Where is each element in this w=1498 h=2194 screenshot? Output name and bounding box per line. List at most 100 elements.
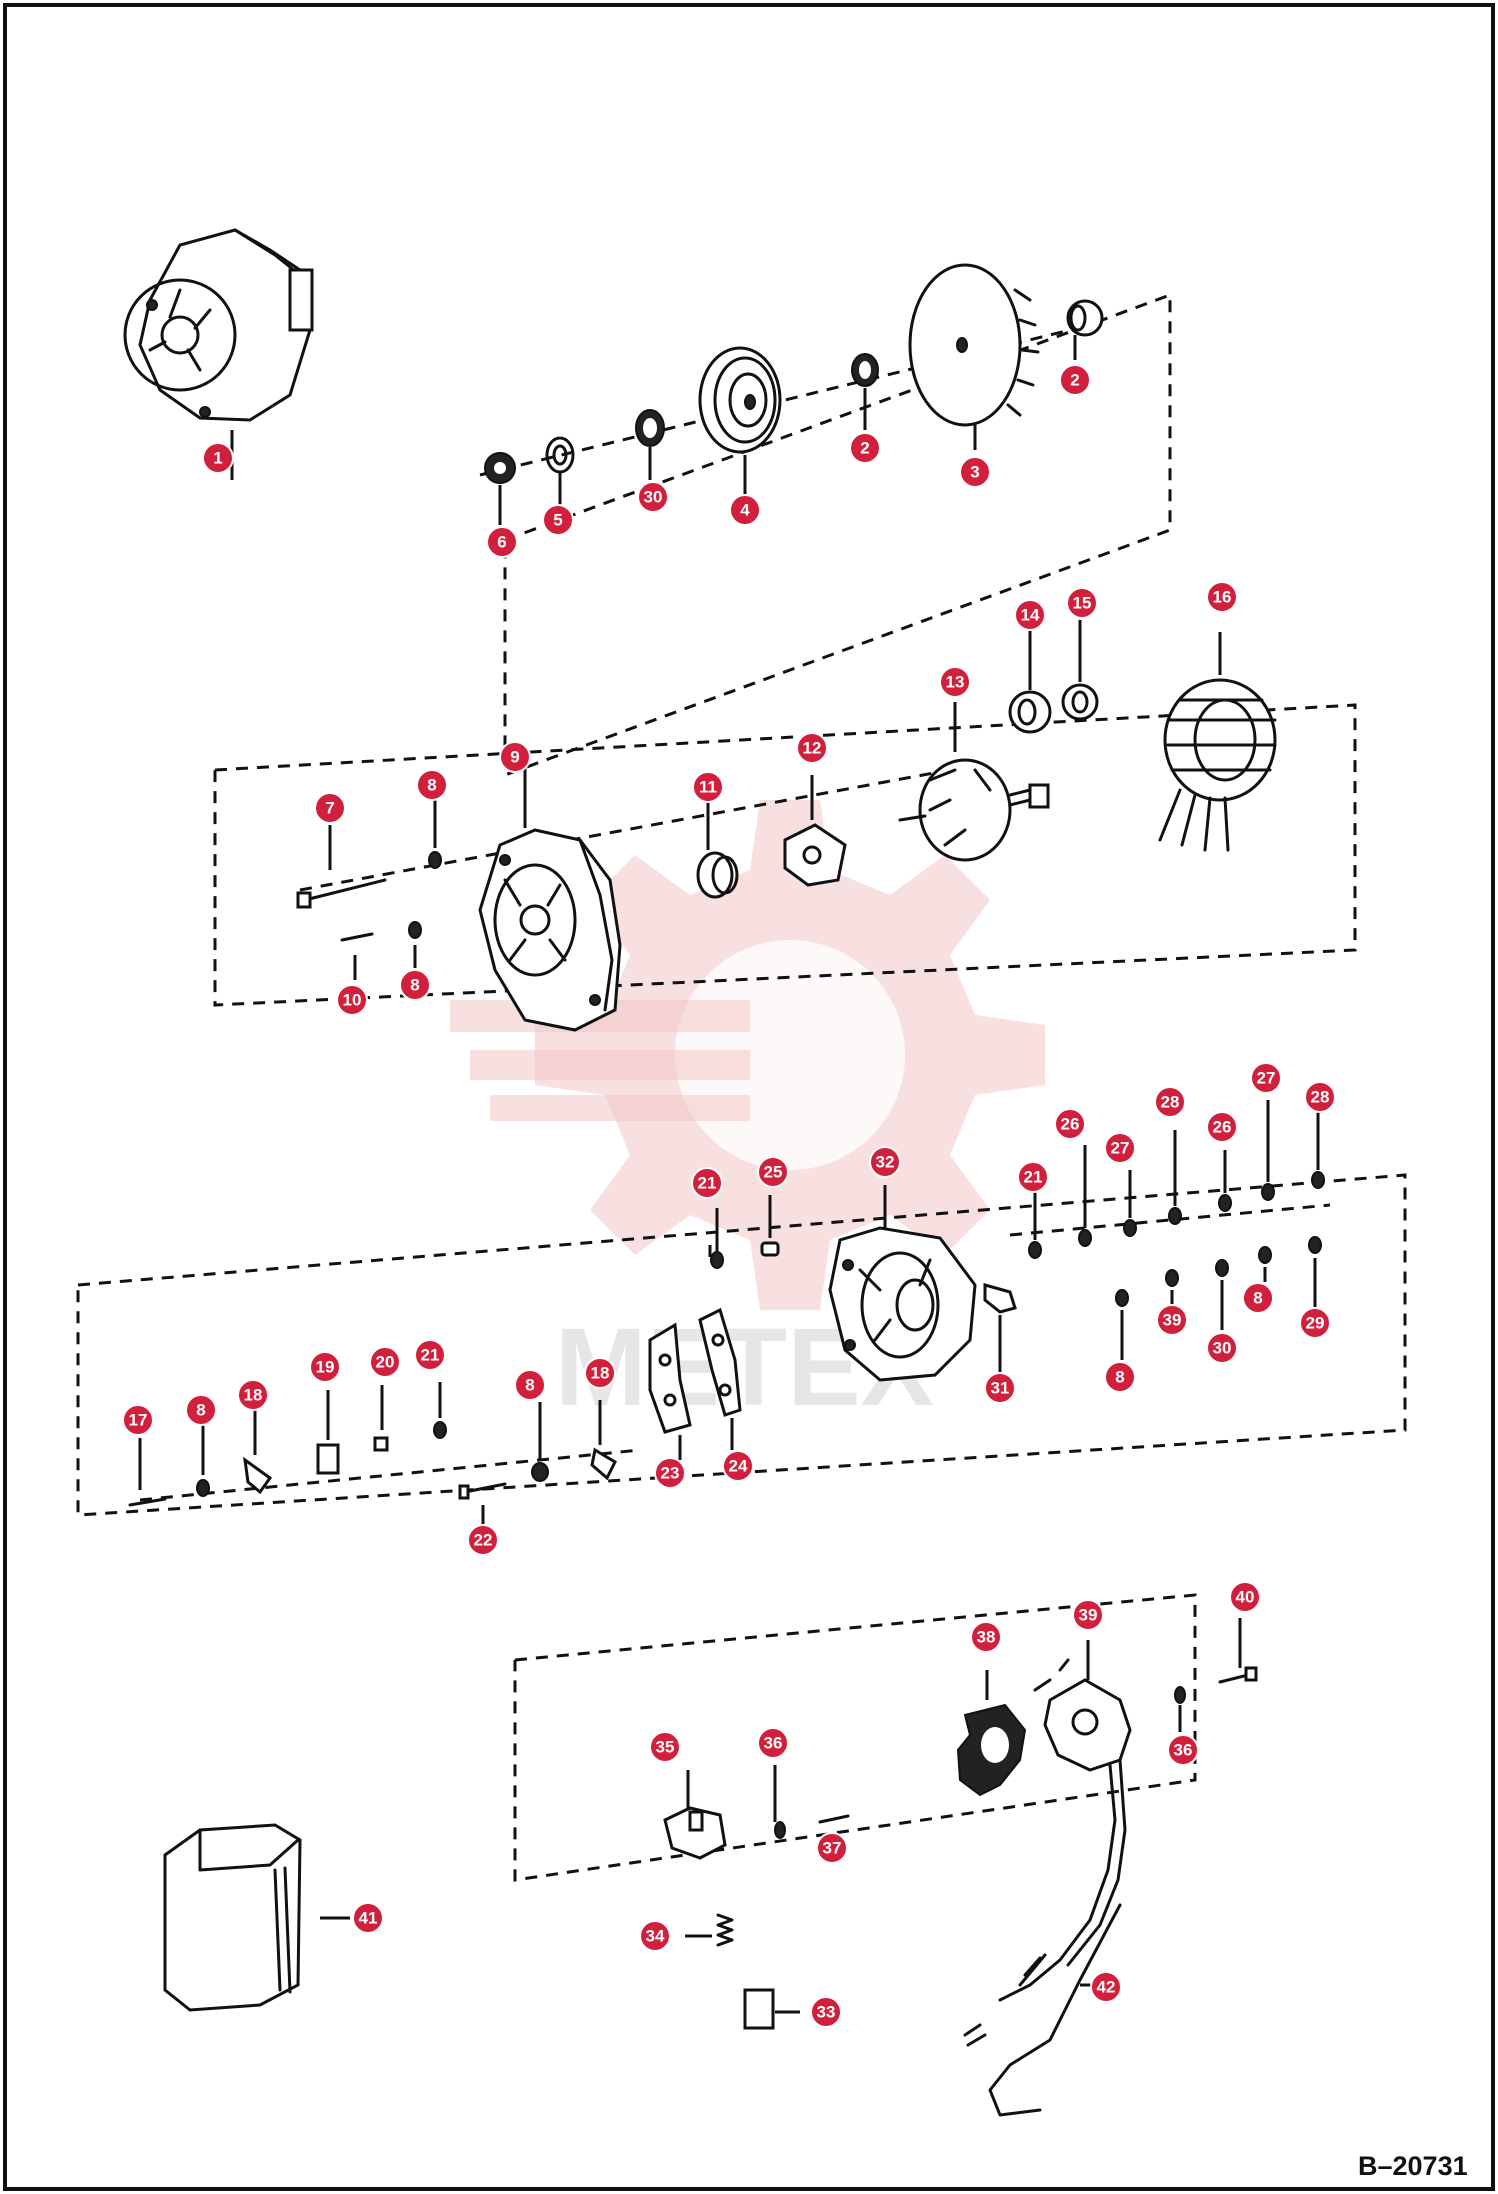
callout-part-28b[interactable]: 28 (1304, 1081, 1336, 1113)
callout-label: 8 (196, 1401, 205, 1420)
callout-part-36a[interactable]: 36 (757, 1727, 789, 1759)
callout-label: 22 (474, 1531, 493, 1550)
callout-part-16[interactable]: 16 (1206, 581, 1238, 613)
lock-washer-b (408, 921, 422, 939)
alternator-assembly (123, 228, 314, 422)
callout-part-6[interactable]: 6 (486, 526, 518, 558)
callout-part-27a[interactable]: 27 (1104, 1132, 1136, 1164)
callout-label: 28 (1311, 1088, 1330, 1107)
callout-label: 18 (244, 1386, 263, 1405)
callout-part-26b[interactable]: 26 (1206, 1111, 1238, 1143)
callout-part-24[interactable]: 24 (722, 1450, 754, 1482)
callout-part-40[interactable]: 40 (1229, 1581, 1261, 1613)
assembly-boundary-regulator (513, 1593, 1197, 1882)
regulator-gasket (956, 1703, 1027, 1797)
callout-part-35[interactable]: 35 (649, 1731, 681, 1763)
callout-label: 17 (129, 1411, 148, 1430)
callout-part-25[interactable]: 25 (757, 1156, 789, 1188)
callout-label: 33 (817, 2003, 836, 2022)
callout-part-13[interactable]: 13 (939, 666, 971, 698)
callout-part-2b[interactable]: 2 (849, 432, 881, 464)
callout-part-33[interactable]: 33 (810, 1996, 842, 2028)
callout-part-8d[interactable]: 8 (514, 1369, 546, 1401)
through-bolt (296, 878, 387, 909)
insulator (373, 1436, 389, 1452)
callout-label: 42 (1097, 1978, 1116, 1997)
brush-washer (774, 1821, 786, 1839)
callout-part-5[interactable]: 5 (542, 504, 574, 536)
callout-part-9[interactable]: 9 (499, 741, 531, 773)
callout-part-21c[interactable]: 21 (1017, 1161, 1049, 1193)
callout-part-19[interactable]: 19 (309, 1351, 341, 1383)
callout-part-12[interactable]: 12 (796, 732, 828, 764)
callout-label: 8 (1253, 1289, 1262, 1308)
drive-end-frame (478, 828, 622, 1032)
callout-part-8e[interactable]: 8 (1104, 1361, 1136, 1393)
regulator-screw (1218, 1666, 1258, 1684)
callout-part-41[interactable]: 41 (352, 1902, 384, 1934)
washer-28a (1168, 1207, 1182, 1225)
callout-label: 40 (1236, 1588, 1255, 1607)
callout-part-21b[interactable]: 21 (691, 1167, 723, 1199)
callout-part-36b[interactable]: 36 (1167, 1734, 1199, 1766)
callout-label: 26 (1213, 1118, 1232, 1137)
callout-part-30a[interactable]: 30 (637, 481, 669, 513)
callout-part-11[interactable]: 11 (692, 771, 724, 803)
brush-holder (663, 1806, 727, 1860)
brush (743, 1988, 775, 2030)
callout-part-37[interactable]: 37 (816, 1832, 848, 1864)
callout-part-23[interactable]: 23 (654, 1457, 686, 1489)
callout-part-26a[interactable]: 26 (1054, 1108, 1086, 1140)
callout-part-2a[interactable]: 2 (1059, 364, 1091, 396)
callout-part-39a[interactable]: 39 (1156, 1304, 1188, 1336)
callout-part-17[interactable]: 17 (122, 1404, 154, 1436)
callout-part-18a[interactable]: 18 (237, 1379, 269, 1411)
spacer-front (851, 353, 879, 387)
callout-label: 39 (1079, 1606, 1098, 1625)
callout-part-30b[interactable]: 30 (1206, 1332, 1238, 1364)
callout-part-27b[interactable]: 27 (1250, 1062, 1282, 1094)
assembly-boundary-rotor (213, 703, 1357, 1007)
terminal-clip-a (243, 1456, 273, 1495)
callout-part-21a[interactable]: 21 (414, 1339, 446, 1371)
callout-label: 20 (376, 1353, 395, 1372)
callout-part-28a[interactable]: 28 (1154, 1086, 1186, 1118)
callout-part-18b[interactable]: 18 (584, 1357, 616, 1389)
callout-part-8a[interactable]: 8 (416, 769, 448, 801)
callout-label: 34 (646, 1927, 665, 1946)
callout-part-3[interactable]: 3 (959, 456, 991, 488)
callout-part-29[interactable]: 29 (1299, 1307, 1331, 1339)
callout-label: 2 (860, 439, 869, 458)
callout-part-8b[interactable]: 8 (399, 969, 431, 1001)
callout-part-8f[interactable]: 8 (1242, 1282, 1274, 1314)
callout-part-20[interactable]: 20 (369, 1346, 401, 1378)
callout-part-39b[interactable]: 39 (1072, 1599, 1104, 1631)
callout-part-34[interactable]: 34 (639, 1920, 671, 1952)
callout-label: 38 (977, 1628, 996, 1647)
callout-part-38[interactable]: 38 (970, 1621, 1002, 1653)
callout-part-31[interactable]: 31 (984, 1372, 1016, 1404)
callout-label: 30 (644, 488, 663, 507)
spacer-stack (1061, 683, 1099, 721)
washer-low-8a (1115, 1289, 1129, 1307)
callout-label: 21 (421, 1346, 440, 1365)
figure-code: B–20731 (1358, 2151, 1468, 2181)
callout-part-22[interactable]: 22 (467, 1524, 499, 1556)
callout-part-10[interactable]: 10 (336, 984, 368, 1016)
callout-part-1[interactable]: 1 (202, 442, 234, 474)
callout-label: 32 (876, 1153, 895, 1172)
brush-screw (818, 1814, 850, 1824)
callout-label: 8 (410, 976, 419, 995)
callout-label: 5 (553, 511, 562, 530)
callout-part-8c[interactable]: 8 (185, 1394, 217, 1426)
callout-part-4[interactable]: 4 (729, 494, 761, 526)
callout-part-15[interactable]: 15 (1066, 587, 1098, 619)
callout-part-14[interactable]: 14 (1014, 599, 1046, 631)
callout-part-42[interactable]: 42 (1090, 1971, 1122, 2003)
callout-part-32[interactable]: 32 (869, 1146, 901, 1178)
callout-label: 9 (510, 748, 519, 767)
callout-part-7[interactable]: 7 (314, 792, 346, 824)
terminal-clip-b (590, 1447, 617, 1481)
callout-label: 26 (1061, 1115, 1080, 1134)
